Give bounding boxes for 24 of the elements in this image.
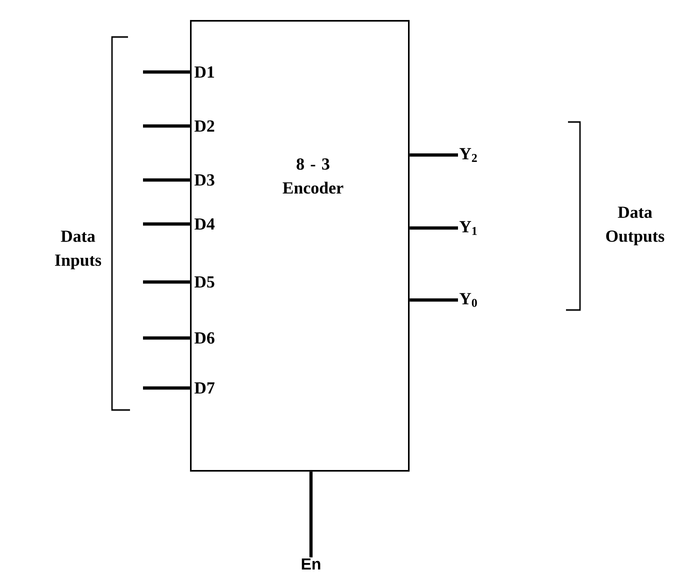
- group-label: Data Inputs: [55, 230, 102, 270]
- pin-line: [309, 472, 313, 558]
- pin-label: D3: [194, 174, 214, 186]
- pin-line: [143, 386, 191, 390]
- pin-line: [143, 124, 191, 128]
- pin-label: D7: [194, 382, 214, 394]
- pin-label: Y$_{0}$: [460, 293, 477, 307]
- pin-label: Y$_{1}$: [460, 221, 477, 235]
- pin-line: [143, 70, 191, 74]
- pin-line: [143, 178, 191, 182]
- pin-label: D1: [194, 66, 214, 78]
- pin-line: [410, 298, 458, 302]
- pin-label: D2: [194, 120, 214, 132]
- pin-line: [143, 336, 191, 340]
- pin-line: [143, 280, 191, 284]
- pin-label: D5: [194, 276, 214, 288]
- pin-line: [143, 222, 191, 226]
- pin-label: D4: [194, 218, 215, 230]
- enable-label: En: [302, 558, 320, 570]
- pin-label: D6: [194, 332, 214, 344]
- pin-line: [410, 153, 458, 157]
- group-label: Data Outputs: [606, 206, 664, 246]
- pin-label: Y$_{2}$: [460, 148, 477, 162]
- pin-line: [410, 226, 458, 230]
